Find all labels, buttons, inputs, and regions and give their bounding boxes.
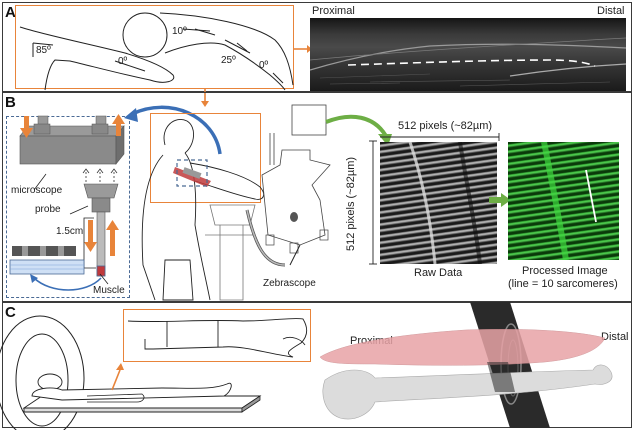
- panel-b: [2, 92, 632, 302]
- mri-bore-outer: [0, 315, 85, 430]
- zebrascope-label: Zebrascope: [263, 278, 316, 289]
- cable-port-icon: [290, 212, 298, 222]
- angle-label-85: 85º: [36, 45, 51, 56]
- arrow-down-to-b: [201, 89, 209, 107]
- width-scale-bar: [380, 133, 500, 141]
- height-scale-label: 512 pixels (~82µm): [345, 156, 358, 252]
- processed-image: [508, 142, 619, 260]
- microscope-probe-diagram: [9, 114, 125, 291]
- ultrasound-distal-label: Distal: [597, 5, 625, 17]
- seated-subject-drawing: [141, 119, 286, 301]
- zebrascope-cart-drawing: [261, 104, 331, 266]
- processed-caption-line1: Processed Image: [522, 265, 608, 277]
- panel-b-label: B: [5, 94, 16, 111]
- head-icon: [122, 12, 168, 58]
- raw-data-caption: Raw Data: [414, 267, 463, 279]
- panel-c: [2, 302, 632, 428]
- angle-label-25: 25º: [221, 55, 236, 66]
- processed-fiber-overlay: [541, 142, 597, 260]
- muscle-label: Muscle: [93, 285, 125, 296]
- subject-highlight-box: [150, 113, 261, 203]
- width-scale-label: 512 pixels (~82µm): [398, 120, 493, 132]
- ultrasound-proximal-label: Proximal: [312, 5, 355, 17]
- panel-a: [2, 2, 632, 92]
- arm-position-drawing: [19, 12, 294, 91]
- angle-label-10: 10º: [172, 26, 187, 37]
- model-distal-label: Distal: [601, 331, 629, 343]
- mri-arm-highlight-box: [123, 309, 311, 362]
- bone-model: [322, 364, 613, 420]
- mri-scanner-drawing: [0, 315, 262, 430]
- mri-arm-drawing: [127, 318, 308, 358]
- angle-label-0-left: 0º: [118, 56, 128, 67]
- sarcomere-measure-line: [585, 169, 597, 223]
- arrow-to-ultrasound: [294, 45, 312, 53]
- ultrasound-image: [310, 18, 626, 91]
- raw-fiber-boundary: [408, 142, 482, 264]
- bone-muscle-3d-model: [319, 302, 613, 428]
- microscope-label: microscope: [11, 185, 63, 196]
- processed-caption-line2: (line = 10 sarcomeres): [508, 278, 618, 290]
- height-scale-bar: [369, 140, 377, 265]
- panel-c-label: C: [5, 304, 16, 321]
- arm-position-box: [15, 5, 294, 89]
- panel-a-label: A: [5, 4, 16, 21]
- green-arrow-to-processed: [489, 193, 511, 207]
- probe-inset-box: [6, 116, 130, 298]
- probe-label: probe: [35, 204, 61, 215]
- raw-data-image: [380, 142, 497, 264]
- mri-bore-inner: [15, 333, 69, 427]
- muscle-model: [319, 329, 606, 366]
- depth-label: 1.5cm: [56, 226, 84, 237]
- ultrasound-texture: [310, 37, 626, 87]
- muscle-boundary-dashed-line: [347, 59, 596, 67]
- angle-label-0-right: 0º: [259, 60, 269, 71]
